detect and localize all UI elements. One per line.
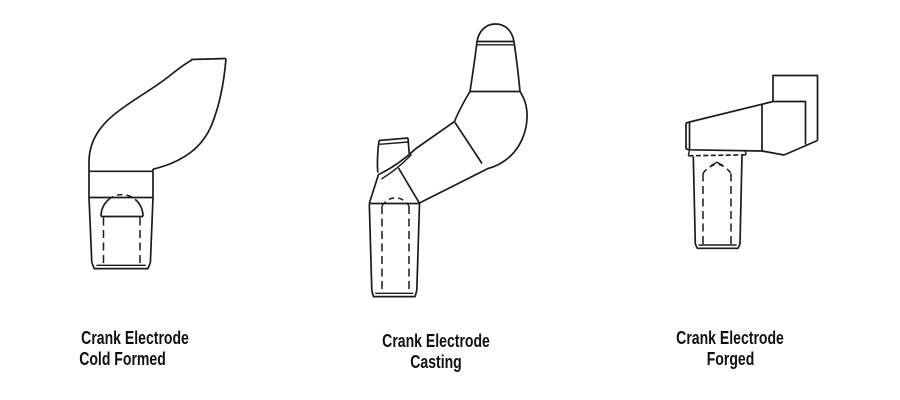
cold-formed-drawing xyxy=(88,57,227,270)
caption-casting-line2: Casting xyxy=(410,352,462,372)
forged-hidden-lines xyxy=(702,163,732,246)
casting-hidden-lines xyxy=(381,197,410,293)
casting-outline xyxy=(368,23,528,298)
caption-cold-formed-line1: Crank Electrode xyxy=(81,328,189,348)
caption-casting: Crank Electrode Casting xyxy=(316,331,556,373)
caption-forged: Crank Electrode Forged xyxy=(610,328,850,370)
forged-outline xyxy=(685,74,819,250)
caption-casting-line1: Crank Electrode xyxy=(382,331,490,351)
forged-drawing xyxy=(685,74,819,250)
caption-forged-line1: Crank Electrode xyxy=(676,328,784,348)
cold-formed-hidden-lines xyxy=(102,193,141,265)
caption-forged-line2: Forged xyxy=(706,349,754,369)
cold-formed-outline xyxy=(88,57,227,270)
casting-drawing xyxy=(368,23,528,298)
caption-cold-formed-line2: Cold Formed xyxy=(78,349,166,369)
caption-cold-formed: Crank Electrode Cold Formed xyxy=(15,328,255,370)
